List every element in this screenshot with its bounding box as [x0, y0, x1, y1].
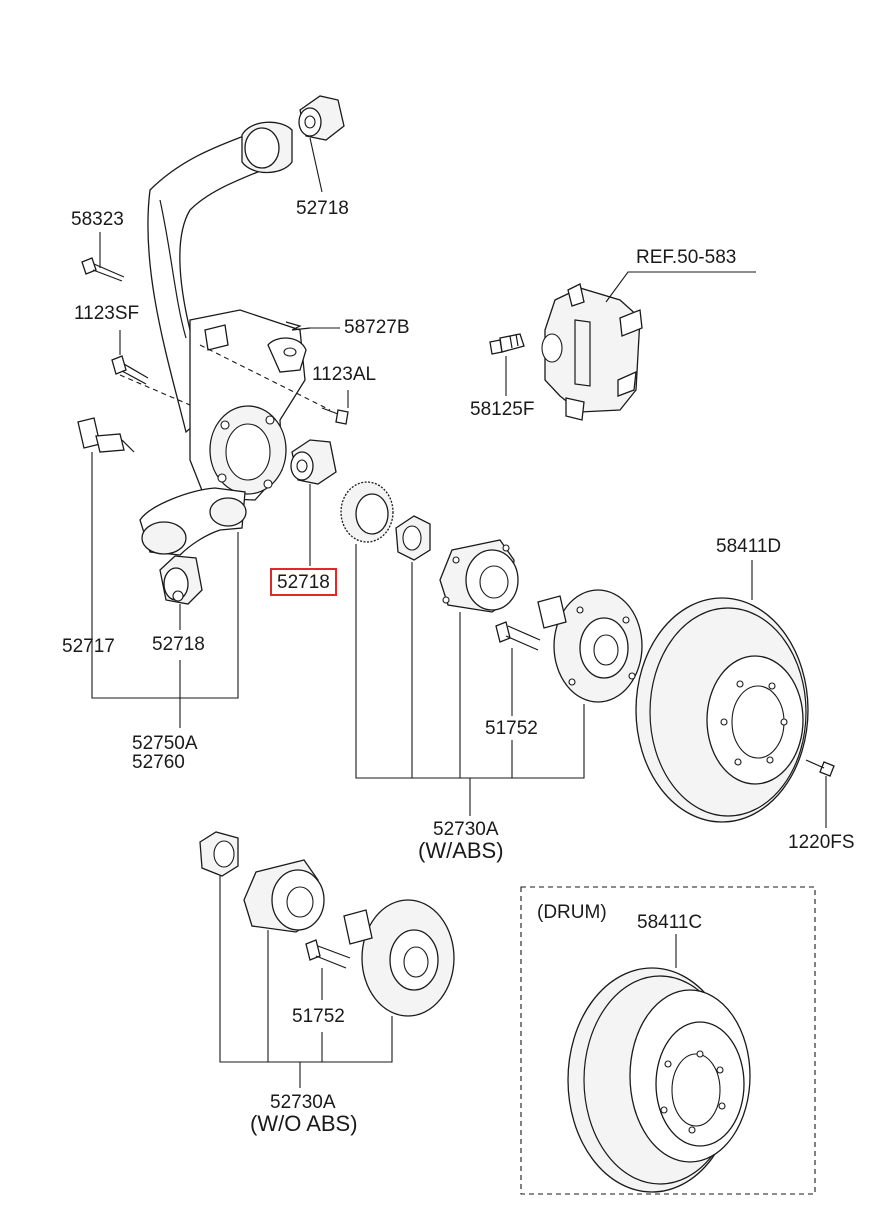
bolt-1123sf-drawing — [112, 356, 148, 384]
tone-ring-drawing — [341, 482, 393, 542]
seal-noabs-drawing — [200, 832, 238, 876]
bolt-58323-drawing — [82, 258, 124, 281]
clip-58727b-drawing — [286, 322, 310, 330]
stud-52717-drawing — [78, 418, 134, 452]
brake-disc-drawing — [636, 598, 808, 822]
label-bolt-1123sf[interactable]: 1123SF — [74, 303, 140, 324]
label-bushing-lower[interactable]: 52718 — [152, 634, 205, 655]
bushing-top-drawing — [299, 96, 344, 140]
label-hub-bolt-abs[interactable]: 51752 — [485, 718, 538, 739]
label-bolt-1123al[interactable]: 1123AL — [312, 364, 377, 385]
label-knuckle-52750a[interactable]: 52750A — [132, 733, 198, 754]
label-caliper-ref[interactable]: REF.50-583 — [636, 247, 737, 268]
bushing-lower-drawing — [160, 556, 202, 604]
leader-lines — [92, 138, 826, 1088]
label-clip-58727b[interactable]: 58727B — [344, 317, 410, 338]
brake-drum-drawing — [568, 968, 750, 1192]
label-hub-assy-noabs-note[interactable]: (W/O ABS) — [250, 1111, 358, 1136]
caliper-drawing — [542, 284, 642, 420]
label-hub-bolt-noabs[interactable]: 51752 — [292, 1006, 345, 1027]
caliper-bolt-drawing — [490, 334, 524, 354]
hub-noabs-drawing — [244, 860, 324, 932]
knuckle-drawing — [120, 122, 330, 555]
label-disc[interactable]: 58411D — [716, 536, 782, 557]
label-bolt-58323[interactable]: 58323 — [71, 209, 124, 230]
label-caliper-bolt[interactable]: 58125F — [470, 399, 535, 420]
seal-drawing — [396, 516, 430, 560]
bolt-1123al-drawing — [322, 408, 348, 424]
label-bushing-top[interactable]: 52718 — [296, 198, 349, 219]
disc-screw-drawing — [806, 760, 834, 776]
drum-box — [521, 887, 815, 1194]
label-bushing-highlighted[interactable]: 52718 — [270, 568, 337, 596]
label-stud-52717[interactable]: 52717 — [62, 636, 115, 657]
hub-abs-drawing — [440, 540, 518, 612]
bushing-mid-drawing — [291, 440, 336, 484]
label-hub-assy-abs[interactable]: 52730A — [433, 819, 499, 840]
hub-bolt-noabs-drawing — [306, 940, 350, 968]
label-disc-screw[interactable]: 1220FS — [788, 832, 855, 853]
hub-bolt-abs-drawing — [496, 622, 540, 650]
label-knuckle-52760[interactable]: 52760 — [132, 752, 185, 773]
hub-flange-abs-drawing — [538, 590, 642, 702]
label-drum[interactable]: 58411C — [637, 912, 703, 933]
label-hub-assy-noabs[interactable]: 52730A — [270, 1092, 336, 1113]
hub-flange-noabs-drawing — [344, 900, 454, 1016]
label-hub-assy-abs-note[interactable]: (W/ABS) — [418, 838, 504, 863]
label-drum-note[interactable]: (DRUM) — [537, 902, 607, 923]
